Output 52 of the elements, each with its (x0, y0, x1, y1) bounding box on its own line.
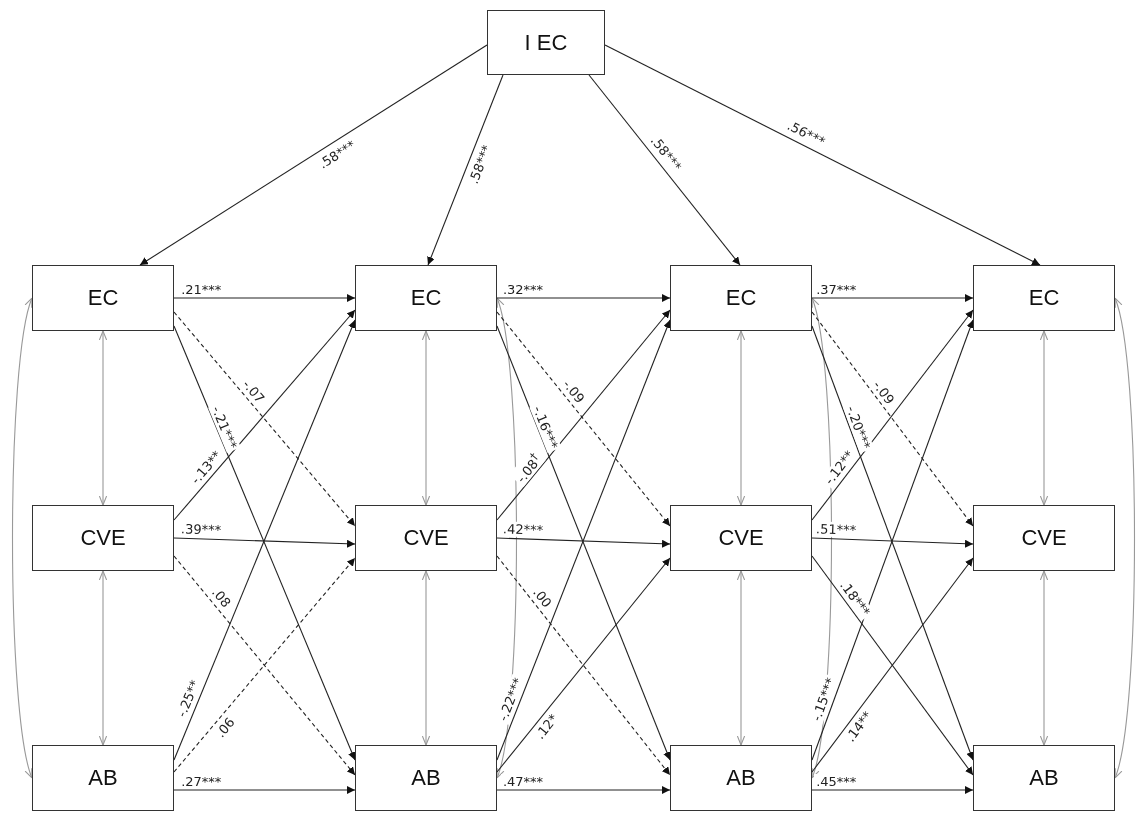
variable-name: AB (88, 765, 118, 791)
path-arrow (139, 44, 488, 266)
path-arrow (811, 294, 974, 302)
path-arrow (173, 537, 356, 548)
variable-box (32, 505, 174, 571)
variable-name: EC (410, 285, 442, 311)
edge-label: .51*** (814, 521, 859, 539)
correlation-arrow (736, 330, 746, 506)
edge-label: .47*** (500, 773, 546, 789)
correlation-arrow (1039, 330, 1049, 506)
variable-box (355, 505, 497, 571)
path-arrow (588, 74, 741, 266)
variable-box (670, 265, 812, 331)
path-arrow (604, 44, 1041, 266)
variable-box (487, 10, 605, 75)
path-arrow (496, 294, 671, 302)
variable-box (32, 265, 174, 331)
path-arrow (173, 786, 356, 794)
correlation-arrow (421, 330, 431, 506)
variable-box (32, 745, 174, 811)
correlation-arrow (421, 570, 431, 746)
variable-box (670, 745, 812, 811)
variable-box (973, 505, 1115, 571)
variable-box (355, 265, 497, 331)
variable-name: CVE (80, 525, 126, 551)
path-arrow (173, 294, 356, 302)
variable-name: AB (1029, 765, 1059, 791)
variable-name: CVE (403, 525, 449, 551)
variable-name: EC (1028, 285, 1060, 311)
edge-label: .45*** (814, 773, 859, 789)
variable-box (670, 505, 812, 571)
correlation-arrow (98, 330, 108, 506)
variable-name: AB (726, 765, 756, 791)
variable-name: I EC (524, 29, 568, 56)
variable-name: AB (411, 765, 441, 791)
correlation-arrow (11, 297, 34, 779)
variable-name: EC (87, 285, 119, 311)
path-arrow (496, 537, 671, 548)
path-arrow (427, 74, 504, 266)
path-arrow (811, 786, 974, 794)
variable-name: EC (725, 285, 757, 311)
correlation-arrow (1039, 570, 1049, 746)
edge-label: .42*** (501, 521, 546, 539)
correlation-arrow (98, 570, 108, 746)
variable-name: CVE (718, 525, 764, 551)
variable-box (973, 265, 1115, 331)
correlation-arrow (1113, 297, 1136, 779)
variable-name: CVE (1021, 525, 1067, 551)
path-arrow (496, 786, 671, 794)
variable-box (973, 745, 1115, 811)
variable-box (355, 745, 497, 811)
correlation-arrow (736, 570, 746, 746)
